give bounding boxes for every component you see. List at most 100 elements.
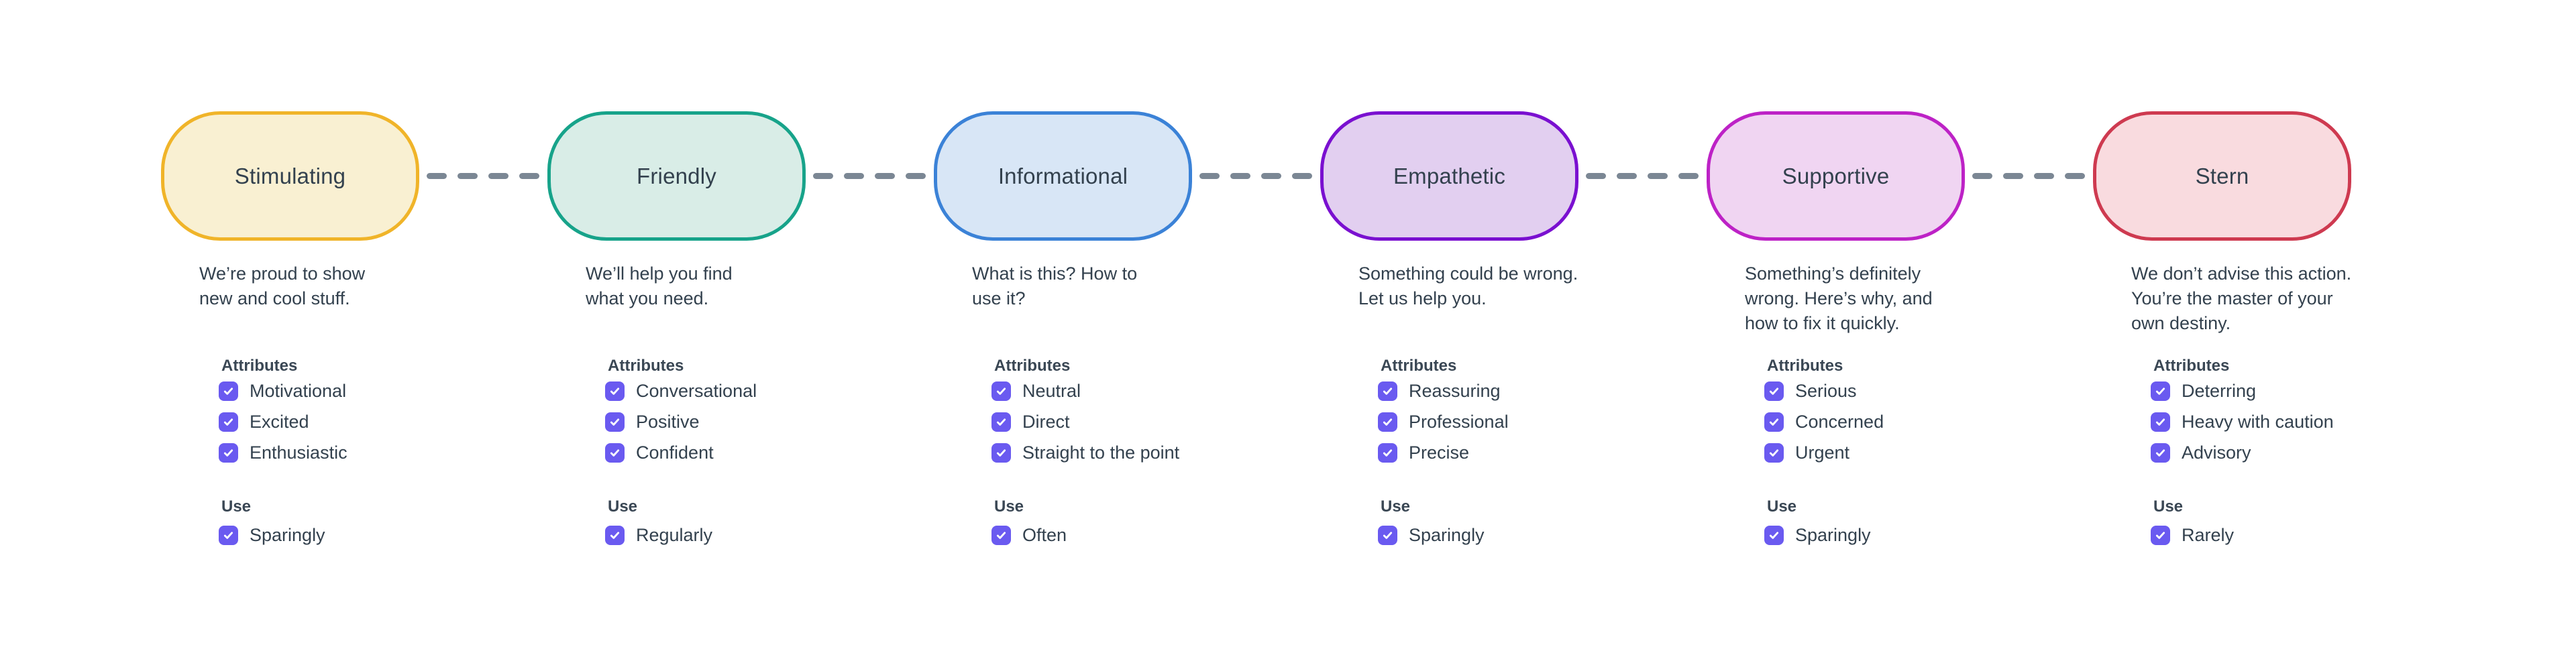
attribute-label: Advisory <box>2182 442 2251 463</box>
checkbox-checked[interactable] <box>2151 412 2170 432</box>
connector-dash <box>813 173 833 179</box>
attribute-label: Professional <box>1409 411 1509 432</box>
checkbox-checked[interactable] <box>991 525 1011 545</box>
connector-dash <box>2003 173 2023 179</box>
attribute-row: Neutral <box>991 381 1179 401</box>
use-row: Often <box>991 525 1067 545</box>
attribute-row: Heavy with caution <box>2151 411 2334 432</box>
checkbox-checked[interactable] <box>1764 442 1784 463</box>
checkbox-checked[interactable] <box>991 412 1011 432</box>
tone-pill-label: Friendly <box>637 163 716 188</box>
attributes-heading: Attributes <box>221 357 298 375</box>
attribute-label: Urgent <box>1795 442 1850 463</box>
checkbox-checked[interactable] <box>605 442 625 463</box>
checkbox-checked[interactable] <box>219 442 238 463</box>
tone-pill[interactable]: Informational <box>934 111 1192 241</box>
connector-dash <box>2034 173 2054 179</box>
connector-dash <box>458 173 478 179</box>
attribute-label: Precise <box>1409 442 1470 463</box>
checkmark-icon <box>2155 531 2165 539</box>
connector-dash <box>519 173 539 179</box>
checkmark-icon <box>610 418 620 426</box>
use-heading: Use <box>1381 497 1411 516</box>
checkbox-checked[interactable] <box>1764 412 1784 432</box>
use-label: Sparingly <box>1409 524 1485 545</box>
checkbox-checked[interactable] <box>219 525 238 545</box>
tone-pill[interactable]: Friendly <box>547 111 806 241</box>
checkbox-checked[interactable] <box>991 442 1011 463</box>
use-label: Regularly <box>636 524 713 545</box>
checkmark-icon <box>996 449 1006 457</box>
attribute-row: Advisory <box>2151 442 2334 463</box>
connector-dash <box>1972 173 1992 179</box>
checkbox-checked[interactable] <box>2151 525 2170 545</box>
tone-pill-label: Informational <box>998 163 1128 188</box>
connector-dash <box>844 173 864 179</box>
dashed-connector <box>1972 173 2085 179</box>
checkmark-icon <box>1383 449 1393 457</box>
connector-dash <box>1586 173 1606 179</box>
checkmark-icon <box>2155 449 2165 457</box>
attribute-label: Deterring <box>2182 380 2257 401</box>
checkbox-checked[interactable] <box>605 412 625 432</box>
use-row: Regularly <box>605 524 713 545</box>
checkmark-icon <box>223 418 233 426</box>
checkbox-checked[interactable] <box>1764 381 1784 401</box>
checkmark-icon <box>610 531 620 539</box>
use-label: Sparingly <box>1795 524 1871 545</box>
checkbox-checked[interactable] <box>605 381 625 401</box>
use-heading: Use <box>994 497 1024 516</box>
checkbox-checked[interactable] <box>219 381 238 401</box>
tone-pill[interactable]: Stimulating <box>161 111 419 241</box>
checkbox-checked[interactable] <box>1378 525 1397 545</box>
attribute-row: Excited <box>219 412 347 432</box>
attribute-label: Enthusiastic <box>250 442 347 463</box>
attribute-label: Conversational <box>636 380 757 401</box>
attribute-row: Serious <box>1764 380 1884 401</box>
attribute-row: Concerned <box>1764 412 1884 432</box>
connector-dash <box>1230 173 1250 179</box>
checkmark-icon <box>223 531 233 539</box>
use-heading: Use <box>2153 497 2184 516</box>
tone-description: We’ll help you find what you need. <box>586 263 733 308</box>
tone-description: What is this? How to use it? <box>972 263 1138 308</box>
tone-pill[interactable]: Supportive <box>1707 111 1965 241</box>
checkbox-checked[interactable] <box>1378 442 1397 463</box>
use-row: Sparingly <box>219 525 325 545</box>
attribute-row: Urgent <box>1764 442 1884 463</box>
checkmark-icon <box>610 449 620 457</box>
use-row: Sparingly <box>1378 524 1485 545</box>
checkmark-icon <box>223 449 233 457</box>
attribute-row: Conversational <box>605 380 757 401</box>
checkbox-checked[interactable] <box>2151 381 2170 401</box>
checkbox-checked[interactable] <box>1378 412 1397 432</box>
connector-dash <box>1292 173 1312 179</box>
checkbox-checked[interactable] <box>219 412 238 432</box>
attribute-row: Precise <box>1378 442 1509 463</box>
attribute-label: Serious <box>1795 380 1857 401</box>
attributes-heading: Attributes <box>1767 357 1843 375</box>
tone-pill[interactable]: Empathetic <box>1320 111 1578 241</box>
checkbox-checked[interactable] <box>991 381 1011 401</box>
checkmark-icon <box>2155 418 2165 426</box>
attribute-label: Heavy with caution <box>2182 411 2334 432</box>
checkbox-checked[interactable] <box>1764 525 1784 545</box>
connector-dash <box>488 173 508 179</box>
attribute-row: Direct <box>991 412 1179 432</box>
attribute-row: Deterring <box>2151 380 2334 401</box>
attributes-heading: Attributes <box>2153 357 2230 375</box>
attribute-row: Straight to the point <box>991 442 1179 463</box>
tone-description: Something could be wrong. Let us help yo… <box>1358 263 1578 308</box>
checkbox-checked[interactable] <box>2151 442 2170 463</box>
checkbox-checked[interactable] <box>605 525 625 545</box>
checkbox-checked[interactable] <box>1378 381 1397 401</box>
tone-pill[interactable]: Stern <box>2093 111 2351 241</box>
